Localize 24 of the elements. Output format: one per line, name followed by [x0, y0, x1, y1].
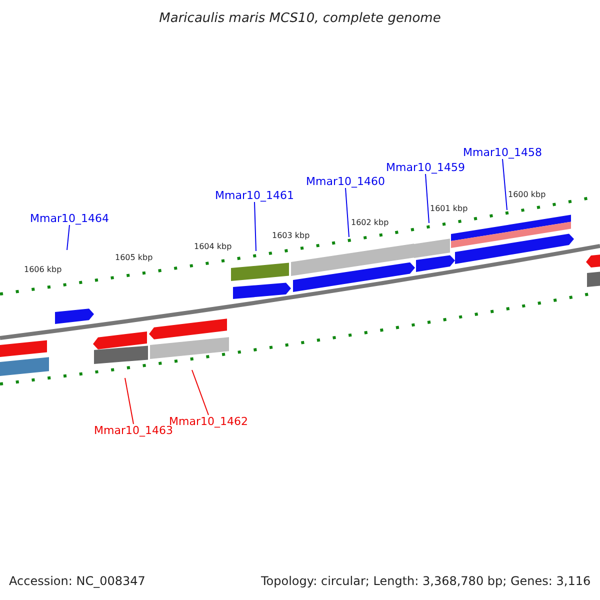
scale-label: 1602 kbp — [351, 219, 389, 227]
scale-label: 1601 kbp — [430, 205, 468, 213]
gene-label: Mmar10_1460 — [306, 176, 385, 187]
gene-label: Mmar10_1464 — [30, 213, 109, 224]
leader-line — [66, 224, 70, 250]
scale-label: 1603 kbp — [272, 232, 310, 240]
leader-line — [124, 378, 134, 424]
genome-info: Topology: circular; Length: 3,368,780 bp; Genes: 3,116 — [261, 575, 591, 587]
accession-label: Accession: NC_008347 — [9, 575, 146, 587]
scale-label: 1605 kbp — [115, 254, 153, 262]
scale-label: 1606 kbp — [24, 266, 62, 274]
scale-label: 1604 kbp — [194, 243, 232, 251]
leader-line — [192, 370, 209, 416]
gene-label: Mmar10_1462 — [169, 416, 248, 427]
gene-label: Mmar10_1458 — [463, 147, 542, 158]
leader-line — [254, 202, 256, 252]
gene-label: Mmar10_1461 — [215, 190, 294, 201]
gene-label: Mmar10_1459 — [386, 162, 465, 173]
title: Maricaulis maris MCS10, complete genome — [158, 12, 442, 25]
leader-line — [502, 158, 508, 210]
leader-line — [425, 174, 430, 224]
scale-label: 1600 kbp — [508, 191, 546, 199]
leader-line — [345, 188, 350, 238]
gene-label: Mmar10_1463 — [94, 425, 173, 436]
